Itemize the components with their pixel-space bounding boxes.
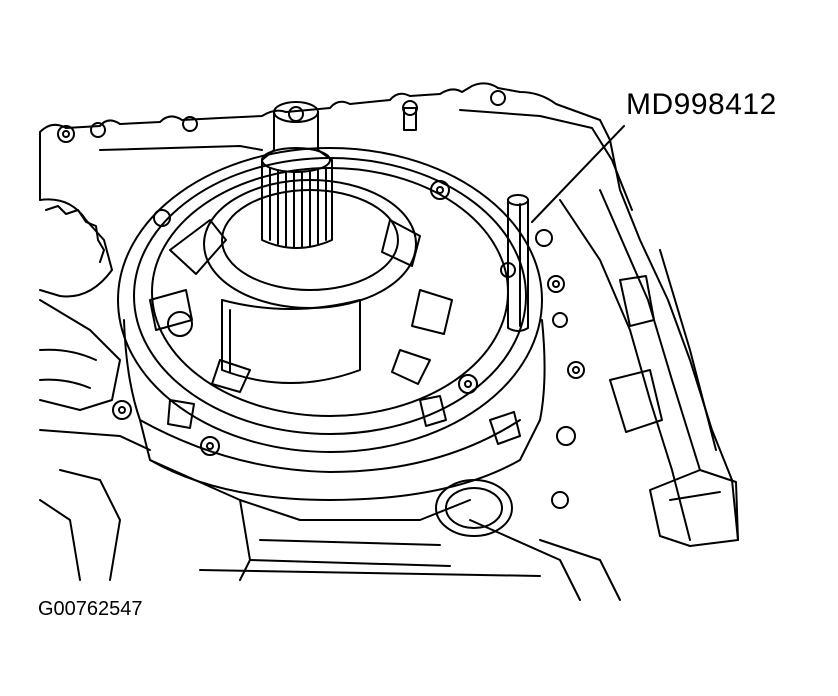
input-shaft xyxy=(262,102,332,248)
stator-sleeve xyxy=(222,300,360,383)
special-tool-guide-pin xyxy=(508,195,528,331)
transmission-case xyxy=(40,83,738,600)
case-bolt-bosses xyxy=(58,91,584,508)
figure-id: G00762547 xyxy=(38,598,143,620)
callout-leader-line xyxy=(532,126,624,222)
tool-callout-label: MD998412 xyxy=(626,88,777,121)
seal-ring xyxy=(436,480,512,536)
